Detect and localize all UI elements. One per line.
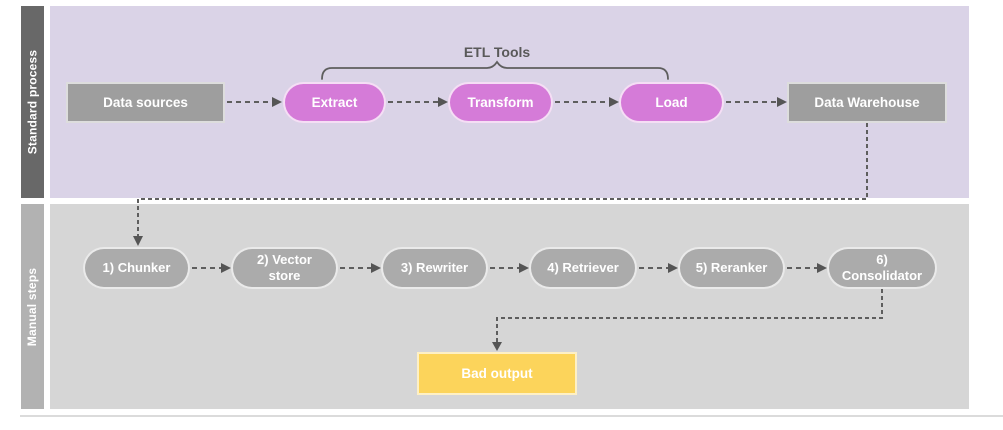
step-reranker-label: 5) Reranker: [695, 260, 768, 275]
bad-output-label: Bad output: [461, 365, 533, 381]
step-vector-store-label-line2: store: [268, 268, 301, 283]
step-vector-store-label-line1: 2) Vector: [257, 252, 312, 267]
data-sources-node: Data sources: [66, 82, 225, 123]
transform-node-label: Transform: [467, 94, 534, 110]
bottom-divider-line: [20, 415, 1003, 417]
load-node-label: Load: [655, 94, 688, 110]
step-reranker-node: 5) Reranker: [678, 247, 785, 289]
step-chunker-node: 1) Chunker: [83, 247, 190, 289]
step-vector-store-node: 2) Vector store: [231, 247, 338, 289]
manual-steps-label: Manual steps: [25, 267, 40, 346]
data-sources-node-label: Data sources: [103, 94, 188, 110]
standard-process-label: Standard process: [25, 49, 40, 155]
step-retriever-node: 4) Retriever: [529, 247, 637, 289]
data-warehouse-node: Data Warehouse: [787, 82, 947, 123]
step-rewriter-node: 3) Rewriter: [381, 247, 488, 289]
bad-output-node: Bad output: [417, 352, 577, 395]
transform-node: Transform: [448, 82, 553, 123]
manual-steps-section-bar: Manual steps: [21, 204, 44, 409]
standard-process-section-bar: Standard process: [21, 6, 44, 198]
step-consolidator-label-line2: Consolidator: [841, 268, 923, 283]
step-rewriter-label: 3) Rewriter: [400, 260, 469, 275]
extract-node-label: Extract: [311, 94, 358, 110]
step-chunker-label: 1) Chunker: [102, 260, 171, 275]
load-node: Load: [619, 82, 724, 123]
step-retriever-label: 4) Retriever: [547, 260, 619, 275]
etl-tools-bracket-label: ETL Tools: [463, 44, 531, 60]
step-consolidator-label-line1: 6): [876, 252, 888, 267]
data-warehouse-node-label: Data Warehouse: [814, 94, 920, 110]
extract-node: Extract: [283, 82, 386, 123]
step-consolidator-node: 6) Consolidator: [827, 247, 937, 289]
